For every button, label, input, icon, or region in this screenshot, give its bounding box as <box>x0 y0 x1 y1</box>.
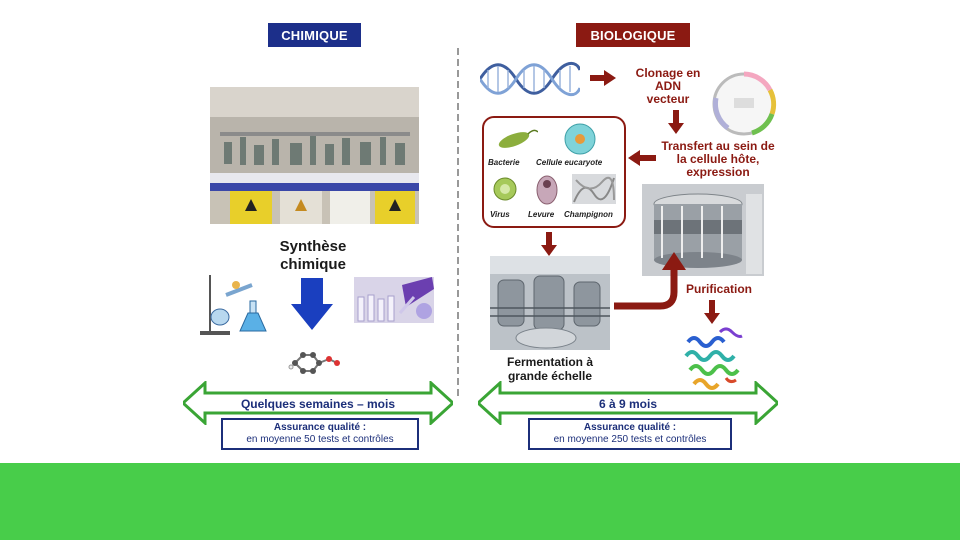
organism-label-levure: Levure <box>528 210 555 219</box>
organism-label-bacterie: Bacterie <box>488 158 520 167</box>
biologique-duration-arrow <box>478 381 778 425</box>
fermentation-line1: Fermentation à <box>506 355 593 369</box>
transfert-line3: expression <box>686 165 750 179</box>
organisms-down-arrow <box>541 232 557 256</box>
chimique-quality-box: Assurance qualité : en moyenne 50 tests … <box>221 418 419 450</box>
biologique-header: BIOLOGIQUE <box>576 23 690 47</box>
transfert-line2: la cellule hôte, <box>676 152 760 166</box>
fermentation-photo <box>490 256 610 350</box>
fermentation-line2: grande échelle <box>507 369 593 383</box>
chimique-qa-line1: Assurance qualité : <box>273 422 367 433</box>
fungus-icon <box>572 174 616 204</box>
biologique-header-label: BIOLOGIQUE <box>590 27 676 43</box>
clonage-label: Clonage en ADN vecteur <box>628 67 708 106</box>
eucaryote-cell-icon <box>564 123 596 155</box>
pipette-photo <box>354 277 434 323</box>
biologique-quality-box: Assurance qualité : en moyenne 250 tests… <box>528 418 732 450</box>
molecule-illustration <box>288 352 340 374</box>
synthesis-label: Synthèse chimique <box>268 238 358 274</box>
dna-helix-illustration <box>480 61 580 97</box>
organism-label-champignon: Champignon <box>564 210 613 219</box>
chemistry-lab-photo <box>210 87 419 224</box>
dna-to-clonage-arrow <box>590 70 616 86</box>
bacteria-icon <box>498 129 538 148</box>
synthesis-line2: chimique <box>280 256 346 273</box>
clonage-line2: ADN <box>655 79 681 93</box>
organism-label-virus: Virus <box>490 210 510 219</box>
clonage-line1: Clonage en <box>635 66 701 80</box>
chimique-duration: Quelques semaines – mois <box>240 397 396 411</box>
yeast-icon <box>536 175 558 205</box>
purification-label: Purification <box>685 282 752 296</box>
organism-label-cellule: Cellule eucaryote <box>536 158 603 167</box>
fermentation-to-purification-arrow <box>614 252 686 310</box>
chimique-header-label: CHIMIQUE <box>281 27 348 43</box>
biologique-duration: 6 à 9 mois <box>598 397 658 411</box>
plasmid-vector-illustration <box>712 71 777 136</box>
biologique-qa-line2: en moyenne 250 tests et contrôles <box>553 434 707 445</box>
synthesis-line1: Synthèse <box>279 238 347 255</box>
synthesis-down-arrow <box>291 278 333 330</box>
section-divider <box>457 48 459 398</box>
bioreactor-photo <box>642 184 764 276</box>
chimique-header: CHIMIQUE <box>268 23 361 47</box>
protein-structure-illustration <box>684 327 743 390</box>
bottom-green-bar <box>0 463 960 540</box>
fermentation-label: Fermentation à grande échelle <box>495 355 605 383</box>
clonage-line3: vecteur <box>646 92 690 106</box>
host-organisms-box: Bacterie Cellule eucaryote Virus Levure … <box>482 116 626 228</box>
chimique-duration-arrow <box>183 381 453 425</box>
purification-down-arrow <box>704 300 720 324</box>
virus-icon <box>493 177 517 201</box>
chimique-qa-line2: en moyenne 50 tests et contrôles <box>246 434 394 445</box>
lab-apparatus-illustration <box>200 275 267 335</box>
transfert-label: Transfert au sein de la cellule hôte, ex… <box>656 140 780 179</box>
clonage-down-arrow <box>668 110 684 134</box>
biologique-qa-line1: Assurance qualité : <box>583 422 677 433</box>
transfert-to-organisms-arrow <box>628 150 656 166</box>
transfert-line1: Transfert au sein de <box>661 139 775 153</box>
